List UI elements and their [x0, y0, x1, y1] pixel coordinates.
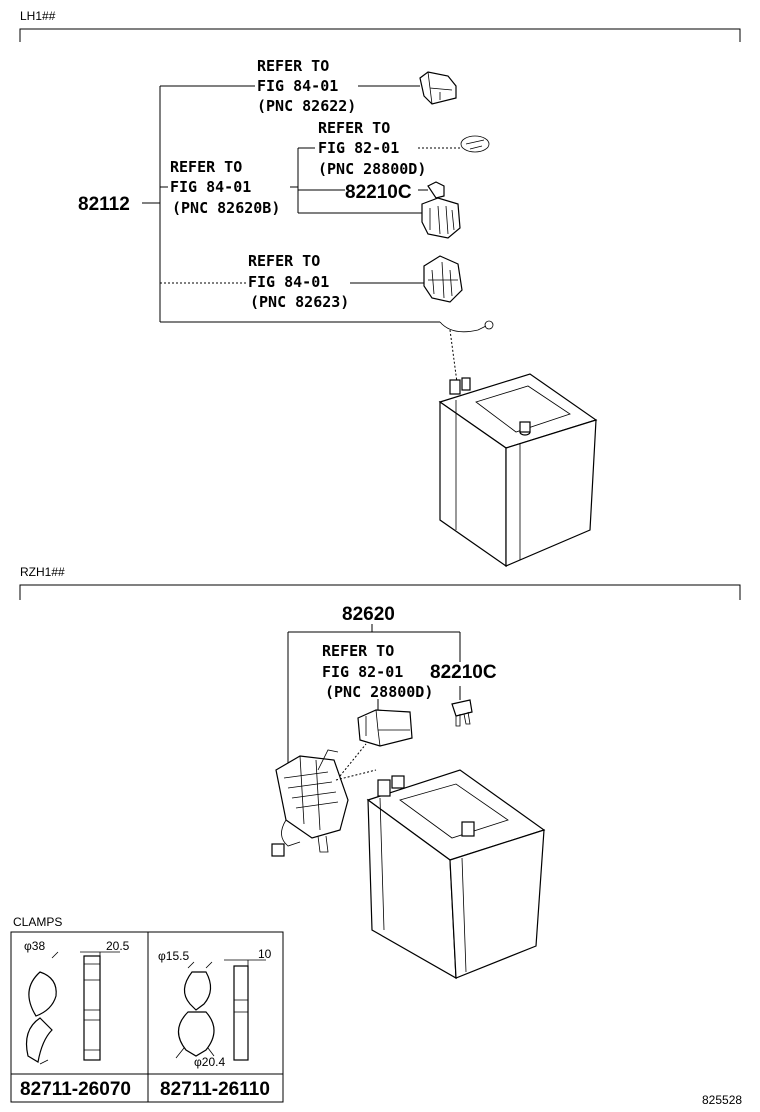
battery-bottom [366, 769, 546, 980]
clamps-label: CLAMPS [13, 915, 62, 929]
fusible-link-block-bottom-part [271, 749, 349, 857]
part-number-82112: 82112 [78, 194, 130, 215]
section-label-rzh1: RZH1## [20, 565, 65, 579]
ref3-line3: (PNC 82620B) [172, 199, 280, 217]
ref3-line2: FIG 84-01 [170, 178, 251, 196]
fuse-holder-part [357, 709, 413, 747]
section-frame-bottom [19, 584, 741, 600]
ref2-line3: (PNC 28800D) [318, 160, 426, 178]
ref2-line1: REFER TO [318, 119, 390, 137]
ref1-line3: (PNC 82622) [257, 97, 356, 115]
ref4-line2: FIG 84-01 [248, 273, 329, 291]
fuse-small-part [460, 135, 490, 153]
ref-bottom-line3: (PNC 28800D) [325, 683, 433, 701]
fuse-82210c-part [451, 699, 473, 727]
fuse-block-cover-part [419, 71, 457, 105]
clamp-right-width: 10 [258, 947, 272, 961]
fuse-block-part [421, 181, 461, 239]
ref-bottom-line1: REFER TO [322, 642, 394, 660]
wire-terminal [439, 321, 487, 333]
clamp-right-part-number: 82711-26110 [160, 1079, 270, 1100]
ref1-line2: FIG 84-01 [257, 77, 338, 95]
ref-bottom-line2: FIG 82-01 [322, 663, 403, 681]
ref1-line1: REFER TO [257, 57, 329, 75]
clamps-table [10, 931, 284, 1103]
section-frame-top [19, 28, 741, 42]
ref2-line2: FIG 82-01 [318, 139, 399, 157]
ref3-line1: REFER TO [170, 158, 242, 176]
part-number-82210c-bottom: 82210C [430, 662, 497, 683]
clamp-left-part-number: 82711-26070 [20, 1079, 131, 1100]
clamp-right-diameter-top: φ15.5 [158, 949, 189, 963]
figure-number: 825528 [702, 1093, 742, 1107]
battery-top [438, 373, 598, 568]
clamp-left-diameter: φ38 [24, 939, 45, 953]
clamp-right-diameter-bottom: φ20.4 [194, 1055, 225, 1069]
clamp-right-drawing [175, 959, 266, 1061]
clamp-left-width: 20.5 [106, 939, 130, 953]
ref4-line1: REFER TO [248, 252, 320, 270]
section-label-lh1: LH1## [20, 9, 56, 23]
fusible-link-block-part [423, 255, 463, 303]
part-number-82620: 82620 [342, 604, 395, 625]
clamp-left-drawing [25, 951, 120, 1065]
ref4-line3: (PNC 82623) [250, 293, 349, 311]
part-number-82210c-top: 82210C [345, 182, 412, 203]
